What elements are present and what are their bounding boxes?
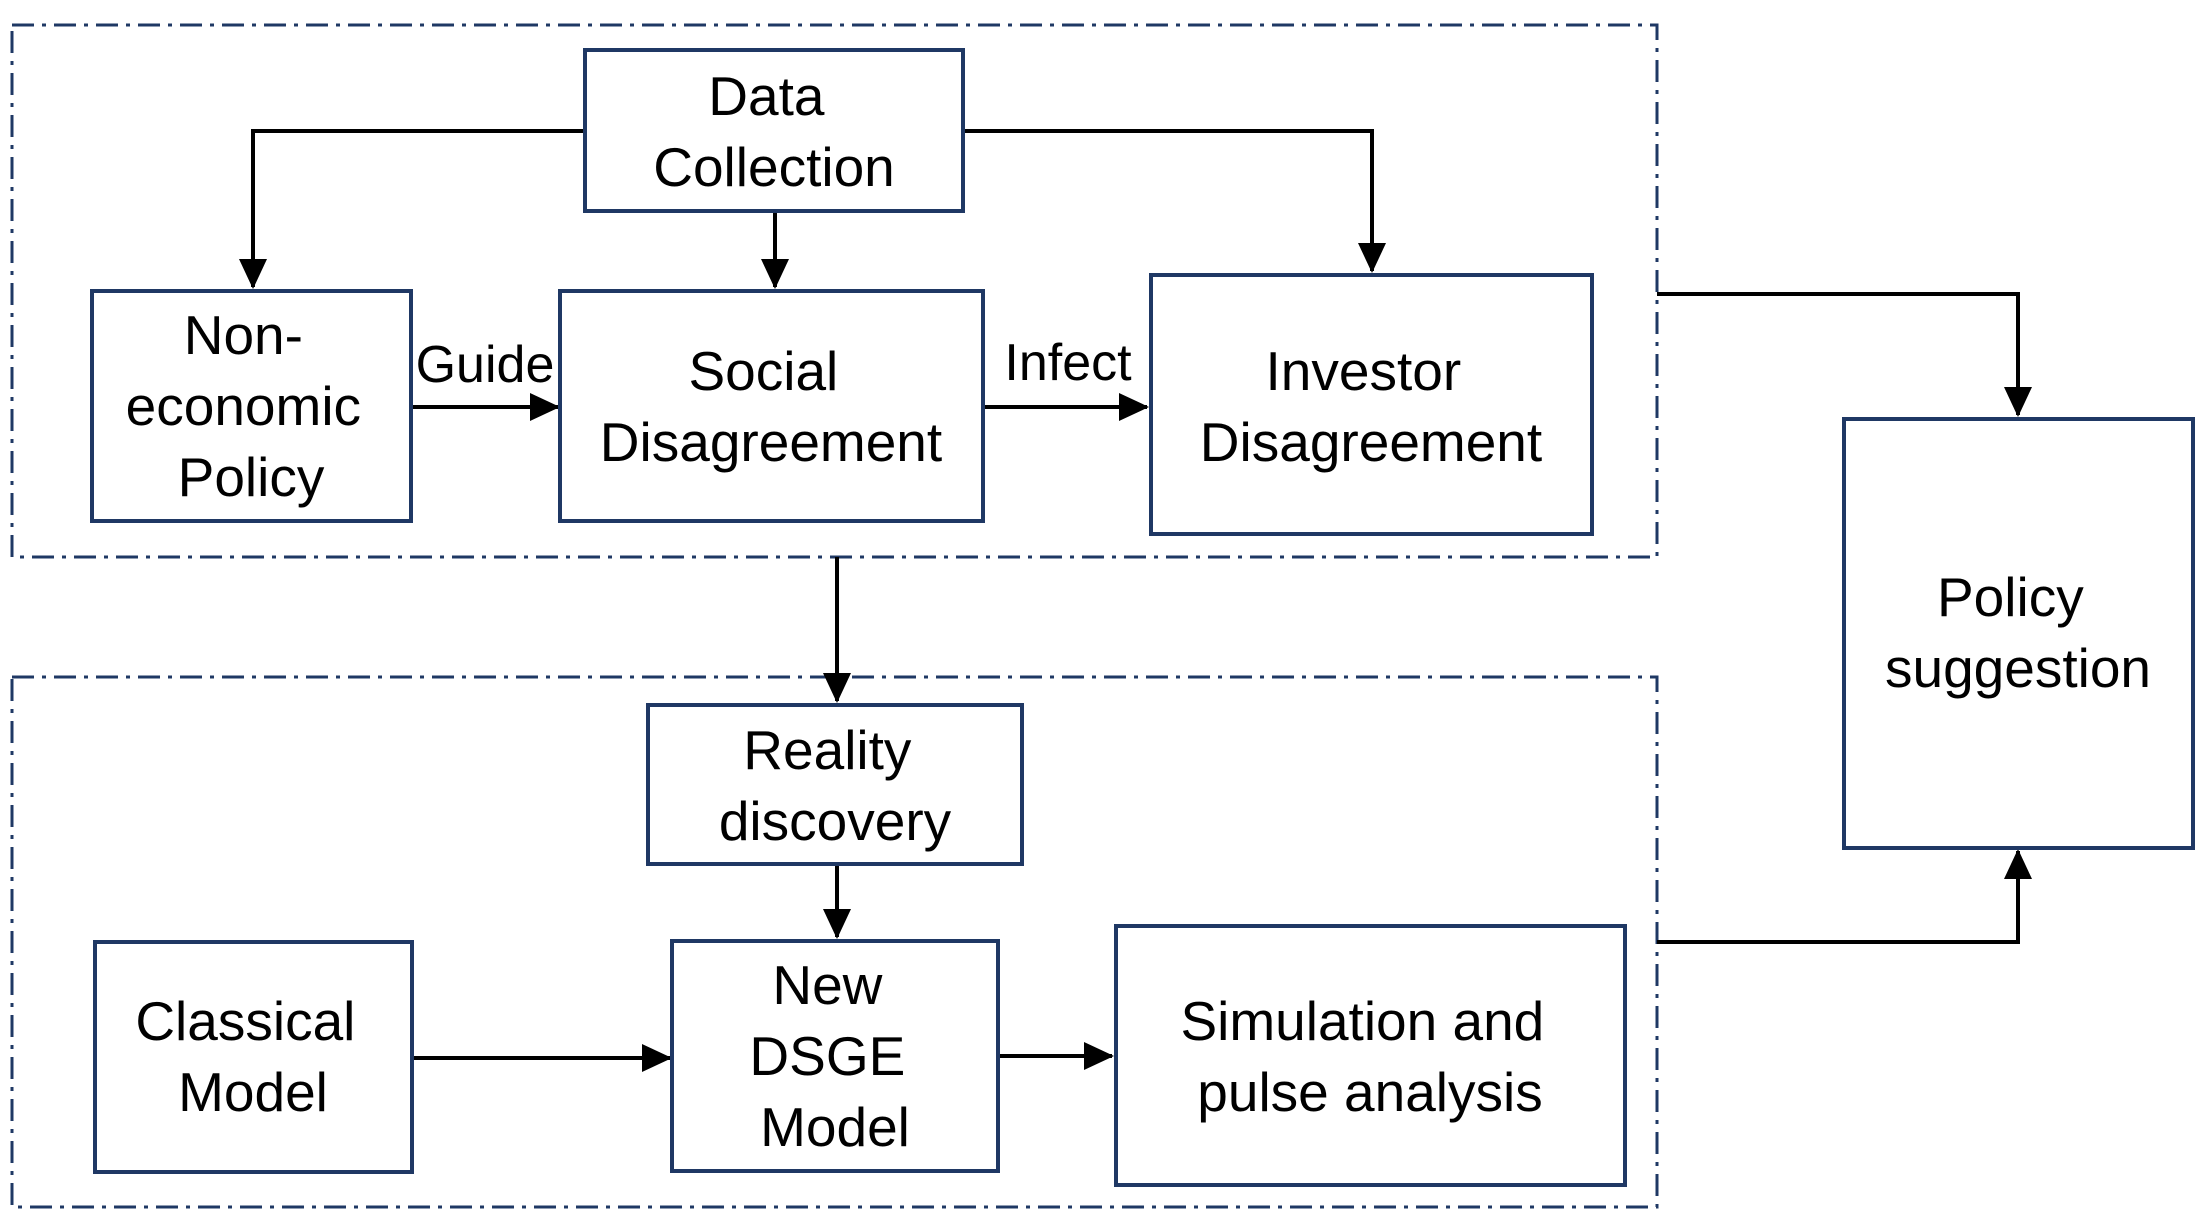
policy-suggestion-line-2: suggestion	[1885, 637, 2151, 699]
classical-model-line-1: Classical	[135, 990, 355, 1052]
non-economic-policy-line-1: Non-	[184, 304, 303, 366]
investor-disagreement-line-2: Disagreement	[1200, 411, 1542, 473]
arrow-data-to-investor	[963, 129, 1386, 273]
new-dsge-model-line-3: Model	[760, 1096, 910, 1158]
arrow-bottom-group-to-policy	[1657, 849, 2032, 944]
non-economic-policy-label: Non- economic Policy	[126, 304, 377, 508]
non-economic-policy-line-2: economic	[126, 375, 361, 437]
simulation-pulse-line-1: Simulation and	[1180, 990, 1544, 1052]
edge-label-guide: Guide	[416, 336, 555, 394]
social-disagreement-line-2: Disagreement	[600, 411, 942, 473]
simulation-pulse-line-2: pulse analysis	[1197, 1061, 1542, 1123]
data-collection-label: Data Collection	[653, 65, 895, 198]
classical-model-label: Classical Model	[135, 990, 370, 1123]
new-dsge-model-label: New DSGE Model	[749, 954, 920, 1158]
classical-model-line-2: Model	[178, 1061, 328, 1123]
arrow-top-group-to-policy	[1657, 292, 2032, 417]
reality-discovery-line-2: discovery	[719, 790, 952, 852]
social-disagreement-label: Social Disagreement	[600, 340, 942, 473]
data-collection-line-2: Collection	[653, 136, 895, 198]
classical-model-box	[93, 940, 414, 1174]
reality-discovery-label: Reality discovery	[719, 719, 952, 852]
policy-suggestion-line-1: Policy	[1937, 566, 2084, 628]
data-collection-line-1: Data	[708, 65, 825, 127]
arrow-data-to-noneconomic	[239, 129, 585, 289]
non-economic-policy-box	[90, 289, 413, 523]
social-disagreement-box	[558, 289, 985, 523]
policy-suggestion-label: Policy suggestion	[1885, 566, 2151, 699]
investor-disagreement-box	[1149, 273, 1594, 536]
new-dsge-model-line-1: New	[772, 954, 882, 1016]
investor-disagreement-label: Investor Disagreement	[1200, 340, 1542, 473]
simulation-pulse-label: Simulation and pulse analysis	[1180, 990, 1559, 1123]
non-economic-policy-line-3: Policy	[178, 446, 325, 508]
social-disagreement-line-1: Social	[688, 340, 838, 402]
simulation-pulse-box	[1114, 924, 1627, 1187]
policy-suggestion-box	[1842, 417, 2195, 850]
reality-discovery-box	[646, 703, 1024, 866]
top-group-container	[10, 23, 1659, 559]
nodes	[90, 48, 2195, 1187]
reality-discovery-line-1: Reality	[743, 719, 912, 781]
new-dsge-model-line-2: DSGE	[749, 1025, 905, 1087]
data-collection-box	[583, 48, 965, 213]
edges	[239, 129, 2032, 1072]
investor-disagreement-line-1: Investor	[1266, 340, 1462, 402]
edge-label-infect: Infect	[1004, 334, 1132, 392]
new-dsge-model-box	[670, 939, 1000, 1173]
